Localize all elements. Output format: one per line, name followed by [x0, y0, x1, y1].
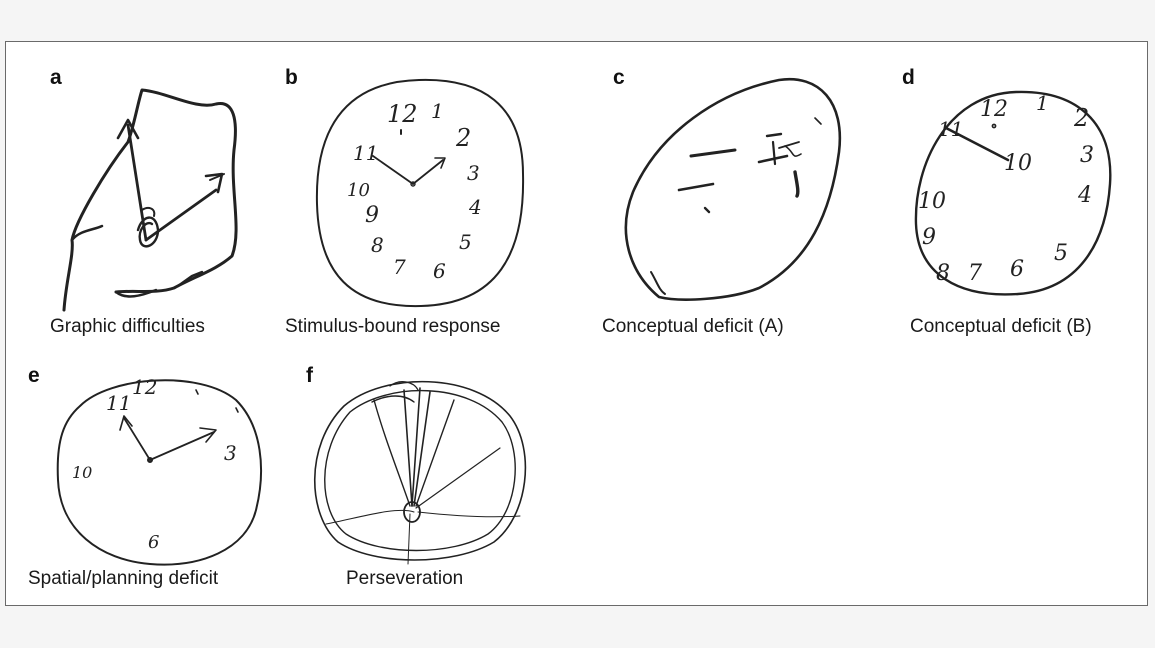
- numeral-3: 3: [1080, 143, 1094, 168]
- numeral-4: 4: [468, 195, 482, 219]
- numeral-12: 12: [132, 375, 157, 399]
- numeral-3: 3: [224, 441, 237, 465]
- numeral-1: 1: [431, 99, 444, 123]
- numeral-12: 12: [387, 100, 418, 128]
- numeral-2: 2: [455, 124, 471, 152]
- numeral-6: 6: [1010, 257, 1024, 282]
- caption-d: Conceptual deficit (B): [910, 316, 1092, 337]
- caption-f: Perseveration: [346, 568, 464, 589]
- numeral-10-center: 10: [1004, 151, 1032, 176]
- panel-letter-a: a: [50, 66, 62, 89]
- clock-drawing-perseveration: [314, 380, 527, 565]
- numeral-9: 9: [922, 225, 936, 250]
- caption-b: Stimulus-bound response: [285, 316, 501, 337]
- clock-drawing-conceptual-a: [624, 77, 842, 301]
- numeral-5: 5: [459, 230, 472, 254]
- figure-frame: a Graphic difficulties b 12 1 2 3 4 5 6: [5, 41, 1148, 606]
- caption-c: Conceptual deficit (A): [602, 316, 784, 337]
- numeral-9: 9: [365, 203, 379, 228]
- numeral-3: 3: [467, 161, 480, 185]
- numeral-10: 10: [347, 180, 370, 201]
- caption-a: Graphic difficulties: [50, 316, 205, 337]
- numeral-11: 11: [353, 141, 378, 165]
- numeral-11: 11: [106, 391, 131, 415]
- numeral-10: 10: [918, 189, 946, 214]
- panel-letter-f: f: [306, 364, 313, 387]
- caption-e: Spatial/planning deficit: [28, 568, 219, 589]
- numeral-7: 7: [393, 255, 406, 279]
- numeral-8: 8: [936, 261, 950, 286]
- numeral-2: 2: [1073, 104, 1089, 132]
- numeral-1: 1: [1036, 91, 1049, 115]
- numeral-6: 6: [433, 259, 446, 283]
- numeral-6: 6: [148, 532, 159, 553]
- numeral-4: 4: [1077, 183, 1092, 208]
- numeral-10: 10: [72, 463, 92, 482]
- clock-drawing-graphic-difficulties: [62, 88, 238, 312]
- numeral-12: 12: [980, 97, 1008, 122]
- panel-letter-e: e: [28, 364, 40, 387]
- panel-letter-c: c: [613, 66, 625, 89]
- numeral-7: 7: [968, 261, 982, 286]
- clock-drawing-conceptual-b: 11 12 1 2 3 10 4 10 9 8 7 6 5: [914, 90, 1112, 296]
- numeral-8: 8: [371, 233, 384, 257]
- clock-drawing-spatial-planning: 11 12 3 10 6: [56, 375, 263, 566]
- panel-letter-d: d: [902, 66, 915, 89]
- clock-drawing-stimulus-bound: 12 1 2 3 4 5 6 7 8 9 10 11: [315, 78, 525, 308]
- panel-letter-b: b: [285, 66, 298, 89]
- numeral-5: 5: [1054, 241, 1068, 266]
